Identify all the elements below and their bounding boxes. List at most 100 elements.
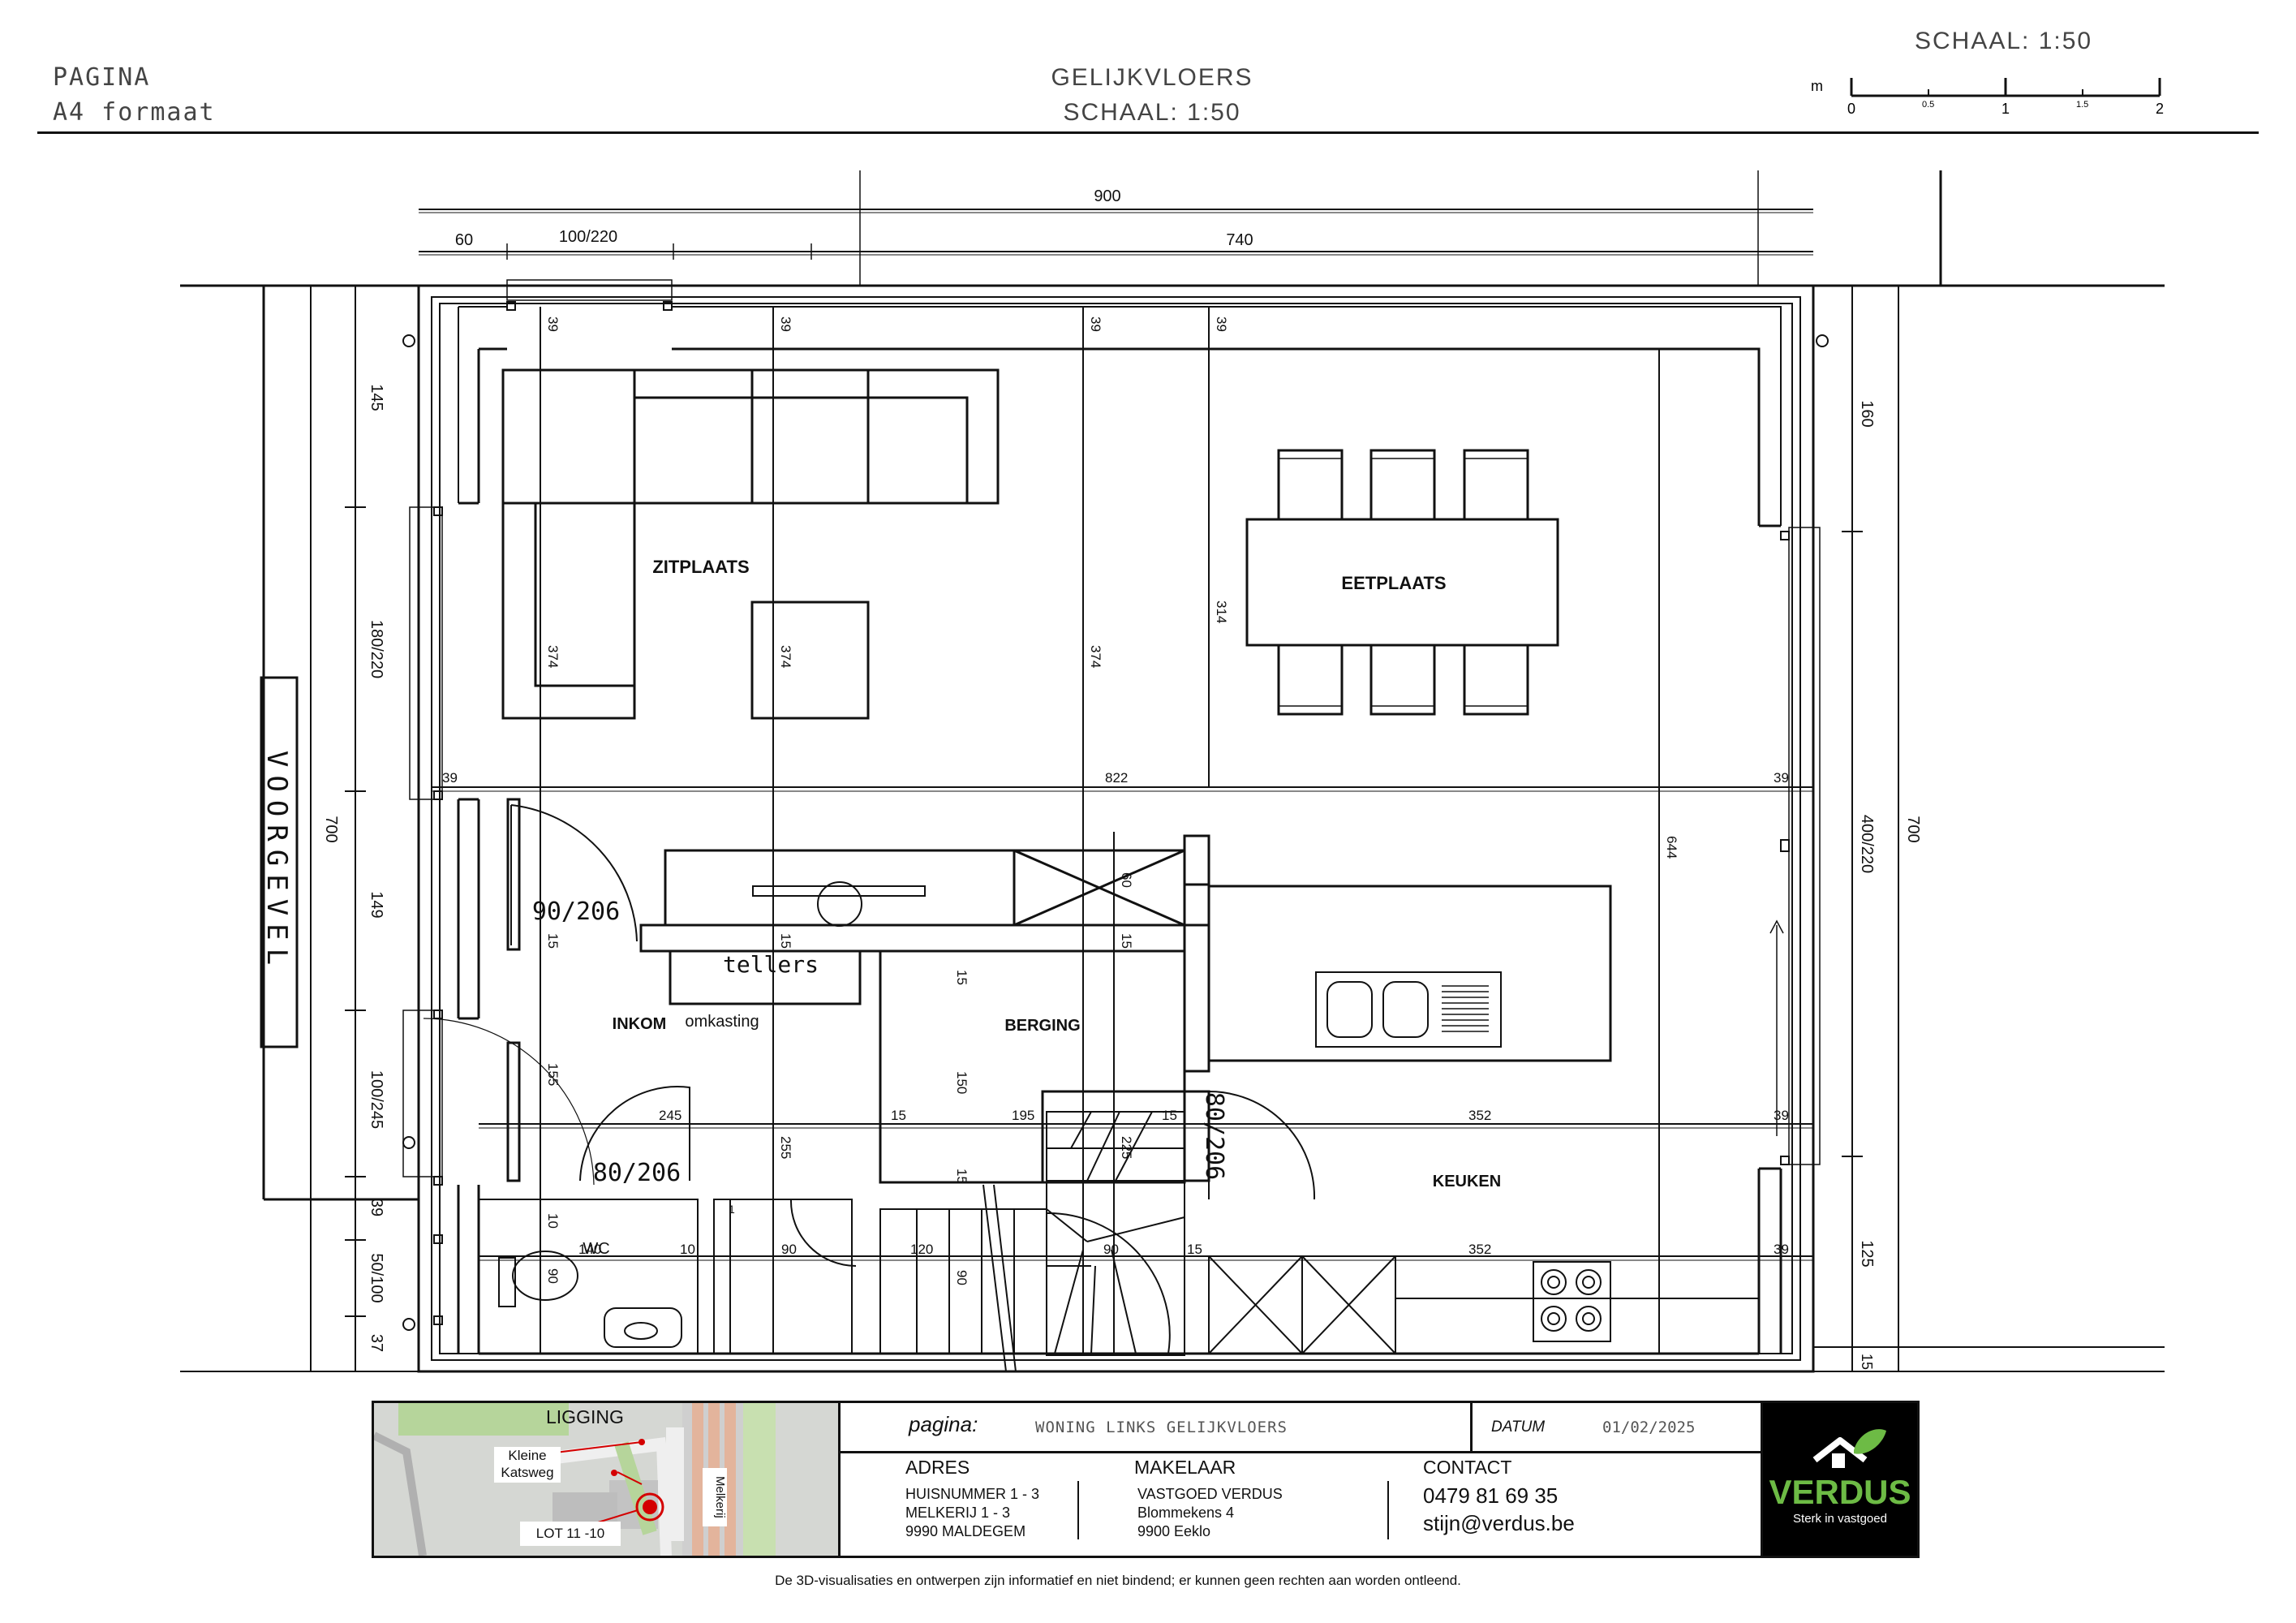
- dim-374c: 374: [1088, 645, 1103, 668]
- adres-label: ADRES: [905, 1457, 970, 1478]
- dim-10b: 10: [680, 1242, 695, 1257]
- omkasting-label: omkasting: [685, 1013, 759, 1031]
- dim-15d: 15: [891, 1108, 906, 1123]
- walls: [417, 284, 1815, 1373]
- room-berging: BERGING: [1004, 1017, 1080, 1035]
- interior-walls: [477, 798, 1612, 1184]
- dim-352a: 352: [1468, 1108, 1491, 1123]
- makelaar-line-1: VASTGOED VERDUS: [1137, 1486, 1283, 1502]
- map-title: LIGGING: [546, 1406, 624, 1427]
- contact-phone[interactable]: 0479 81 69 35: [1423, 1483, 1559, 1508]
- dim-39b: 39: [778, 316, 793, 332]
- adres-line-1: HUISNUMMER 1 - 3: [905, 1486, 1040, 1502]
- scale-tick-15: 1.5: [2076, 100, 2088, 110]
- street-line-2: Katsweg: [501, 1465, 554, 1480]
- facade-label: VOORGEVEL: [260, 751, 293, 973]
- room-inkom: INKOM: [613, 1015, 667, 1033]
- adres-line-2: MELKERIJ 1 - 3: [905, 1505, 1011, 1521]
- dim-60: 60: [1119, 872, 1134, 888]
- dim-left-39: 39: [368, 1199, 385, 1216]
- door-label-80-206-keuken: 80/206: [1200, 1092, 1228, 1180]
- scale-bar-title: SCHAAL: 1:50: [1915, 28, 2093, 54]
- wc: [478, 1199, 857, 1354]
- map-street-kleine-katsweg: Kleine Katsweg: [494, 1447, 561, 1483]
- dim-90d: 90: [545, 1268, 561, 1284]
- dim-352b: 352: [1468, 1242, 1491, 1257]
- disclaimer: De 3D-visualisaties en ontwerpen zijn in…: [775, 1573, 1461, 1588]
- adres-line-3: 9990 MALDEGEM: [905, 1523, 1026, 1539]
- dim-r39c: 39: [1774, 1242, 1789, 1257]
- scale-tick-1: 1: [2001, 101, 2010, 117]
- dim-left-100-245: 100/245: [368, 1070, 385, 1129]
- room-wc: WC: [583, 1240, 609, 1258]
- location-map-drawing: [374, 1403, 838, 1556]
- dim-left-180-220: 180/220: [368, 620, 385, 678]
- dim-r39: 39: [1774, 770, 1789, 786]
- dim-window-100-220: 100/220: [559, 228, 617, 246]
- room-keuken: KEUKEN: [1433, 1173, 1501, 1190]
- kitchen-counter: [1208, 1255, 1760, 1354]
- dim-right-125: 125: [1858, 1240, 1876, 1267]
- title-block: [372, 1401, 1920, 1558]
- logo-name: VERDUS: [1769, 1473, 1911, 1511]
- contact-email[interactable]: stijn@verdus.be: [1423, 1511, 1575, 1535]
- doors: [423, 804, 1316, 1200]
- dim-left-700: 700: [322, 816, 340, 842]
- datum-label: DATUM: [1491, 1419, 1546, 1436]
- divider-makelaar: [1387, 1481, 1389, 1539]
- dim-195: 195: [1012, 1108, 1034, 1123]
- dim-1: 1: [729, 1203, 735, 1216]
- divider-adres: [1077, 1481, 1079, 1539]
- dim-140: 140: [578, 1242, 601, 1257]
- dim-right-740: 740: [1226, 231, 1253, 249]
- room-eetplaats: EETPLAATS: [1341, 573, 1446, 593]
- dim-374b: 374: [778, 645, 793, 668]
- dim-r39b: 39: [1774, 1108, 1789, 1123]
- makelaar-label: MAKELAAR: [1134, 1457, 1236, 1478]
- scale-tick-05: 0.5: [1922, 100, 1934, 110]
- scale-bar: m 0 0.5 1 1.5 2: [1811, 78, 2164, 117]
- coffee-table: [750, 601, 870, 720]
- dim-822: 822: [1105, 770, 1128, 786]
- dim-39a: 39: [545, 316, 561, 332]
- meter-cabinet-label: tellers: [723, 951, 819, 978]
- dim-left-60: 60: [455, 231, 473, 249]
- dim-l39: 39: [442, 770, 458, 786]
- plan-title: GELIJKVLOERS: [1051, 64, 1253, 91]
- plan-title-block: GELIJKVLOERS SCHAAL: 1:50: [1022, 60, 1282, 130]
- scale-unit: m: [1811, 78, 1823, 94]
- dining-table: [1245, 449, 1559, 716]
- dim-15-berging: 15: [954, 970, 970, 985]
- dim-644: 644: [1664, 836, 1679, 859]
- dim-90a: 90: [781, 1242, 797, 1257]
- pagina-label: pagina:: [909, 1412, 978, 1436]
- windows: [402, 279, 1821, 1325]
- dim-15f: 15: [1162, 1108, 1177, 1123]
- dim-right-400-220: 400/220: [1858, 815, 1876, 873]
- dim-39d: 39: [1214, 316, 1229, 332]
- dim-left-50-100: 50/100: [368, 1253, 385, 1302]
- dim-15c: 15: [1119, 933, 1134, 949]
- dim-15a: 15: [545, 933, 561, 949]
- floor-plan: 900 60 100/220 740 145 180/220 149 100/2…: [180, 170, 2165, 1373]
- interior-dimension-text: 39 39 39 39 374 374 374 314 39 822 39 64…: [442, 316, 1789, 1285]
- page-label: PAGINA: [53, 63, 151, 92]
- top-dimensions: [419, 170, 1942, 286]
- dim-120: 120: [910, 1242, 933, 1257]
- door-label-80-206-inkom: 80/206: [593, 1159, 681, 1187]
- divider-datum: [1470, 1403, 1473, 1451]
- door-label-90-206: 90/206: [532, 898, 620, 926]
- dim-155: 155: [545, 1063, 561, 1086]
- dim-314: 314: [1214, 601, 1229, 623]
- staircase: [879, 1111, 1185, 1372]
- dim-left-145: 145: [368, 384, 385, 411]
- header-rule: [37, 131, 2259, 134]
- datum-value: 01/02/2025: [1602, 1419, 1696, 1436]
- dim-39c: 39: [1088, 316, 1103, 332]
- dim-150: 150: [954, 1071, 970, 1094]
- makelaar-line-2: Blommekens 4: [1137, 1505, 1235, 1521]
- contact-label: CONTACT: [1423, 1457, 1512, 1478]
- plan-scale: SCHAAL: 1:50: [1063, 99, 1241, 126]
- dim-374a: 374: [545, 645, 561, 668]
- verdus-logo: VERDUS Sterk in vastgoed: [1763, 1403, 1917, 1556]
